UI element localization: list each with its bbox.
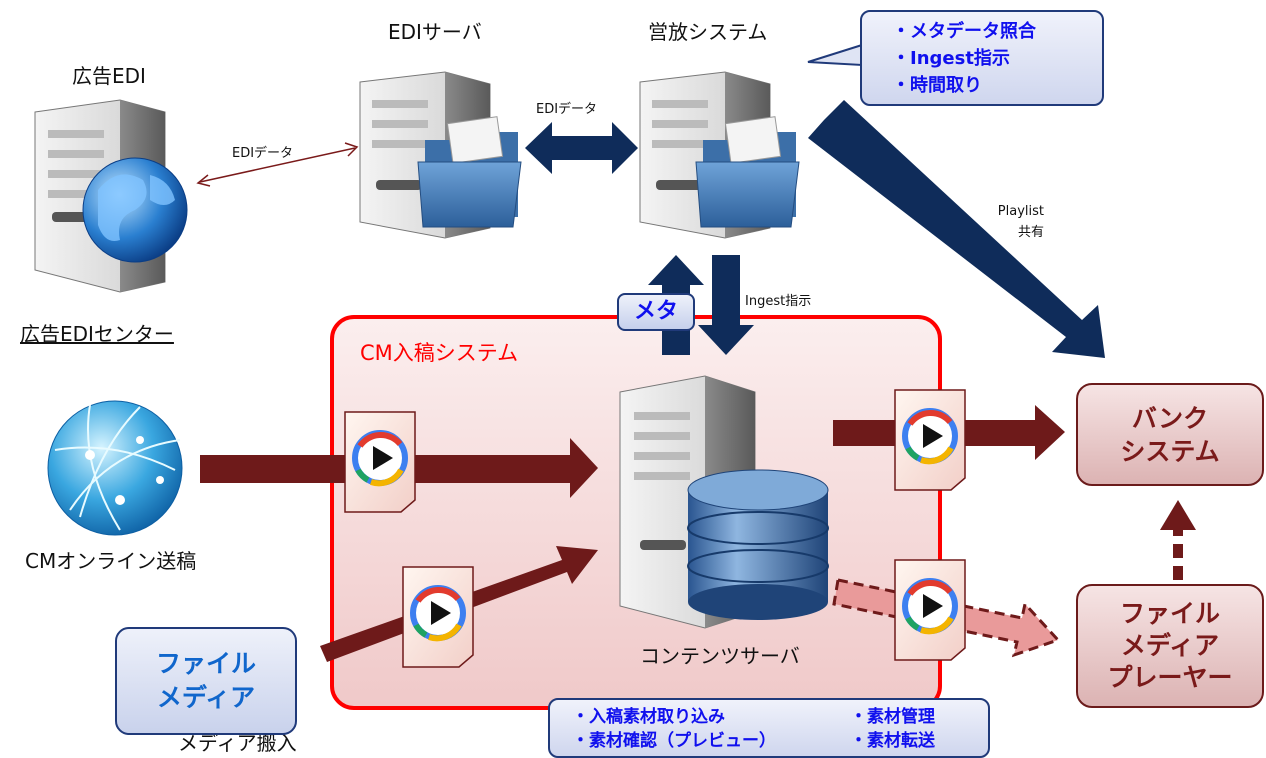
cm-system-title: CM入稿システム [360, 341, 519, 365]
file-media-line: メディア [156, 683, 256, 712]
media-delivery-label: メディア搬入 [178, 731, 297, 755]
file-media-line: ファイル [155, 649, 256, 678]
bubble-item: ・素材管理 [850, 707, 935, 727]
cm-online-label: CMオンライン送稿 [25, 549, 197, 573]
player-line: プレーヤー [1107, 663, 1233, 692]
globe-icon [82, 157, 188, 263]
bubble-item: ・素材確認（プレビュー） [572, 731, 776, 751]
edi-data-double-arrow [525, 122, 638, 174]
video-file-icon [894, 389, 966, 491]
player-to-bank-arrow [1160, 500, 1196, 580]
player-line: メディア [1120, 631, 1220, 660]
playlist-label-line2: 共有 [1017, 225, 1044, 240]
internet-globe-icon [47, 400, 183, 536]
ad-edi-label: 広告EDI [72, 64, 146, 88]
edi-data-mid-label: EDIデータ [536, 102, 598, 117]
meta-tag: メタ [617, 293, 695, 331]
bubble-item: ・素材転送 [850, 731, 935, 751]
video-file-icon [894, 559, 966, 661]
edi-data-left-label: EDIデータ [232, 146, 294, 161]
playlist-arrow [808, 100, 1105, 358]
folder-icon [417, 116, 522, 228]
file-media-box: ファイル メディア [115, 627, 297, 735]
bubble-item: ・入稿素材取り込み [572, 707, 725, 727]
ingest-instruction-label: Ingest指示 [745, 294, 812, 309]
callout-tail [807, 43, 863, 67]
bank-system-line: バンク [1131, 403, 1209, 433]
bubble-item: ・Ingest指示 [892, 48, 1010, 69]
video-file-icon [402, 566, 474, 668]
file-media-player-box: ファイル メディア プレーヤー [1076, 584, 1264, 708]
edi-data-thin-arrow [196, 142, 359, 187]
bank-system-box: バンク システム [1076, 383, 1264, 486]
edi-server-label: EDIサーバ [388, 20, 482, 44]
bubble-item: ・時間取り [892, 75, 982, 96]
video-file-icon [344, 411, 416, 513]
playlist-label-line1: Playlist [997, 204, 1044, 219]
ingest-down-arrow [698, 255, 754, 355]
bubble-item: ・メタデータ照合 [892, 21, 1036, 42]
ad-edi-center-label: 広告EDIセンター [20, 322, 174, 346]
player-line: ファイル [1119, 599, 1220, 628]
content-function-bubble: ・入稿素材取り込み ・素材確認（プレビュー） ・素材管理 ・素材転送 [548, 698, 990, 758]
folder-icon [695, 116, 800, 228]
bank-system-line: システム [1120, 436, 1220, 466]
database-icon [687, 469, 829, 620]
content-server-label: コンテンツサーバ [640, 644, 800, 668]
broadcast-system-label: 営放システム [648, 20, 768, 44]
broadcast-function-bubble: ・メタデータ照合 ・Ingest指示 ・時間取り [860, 10, 1104, 106]
